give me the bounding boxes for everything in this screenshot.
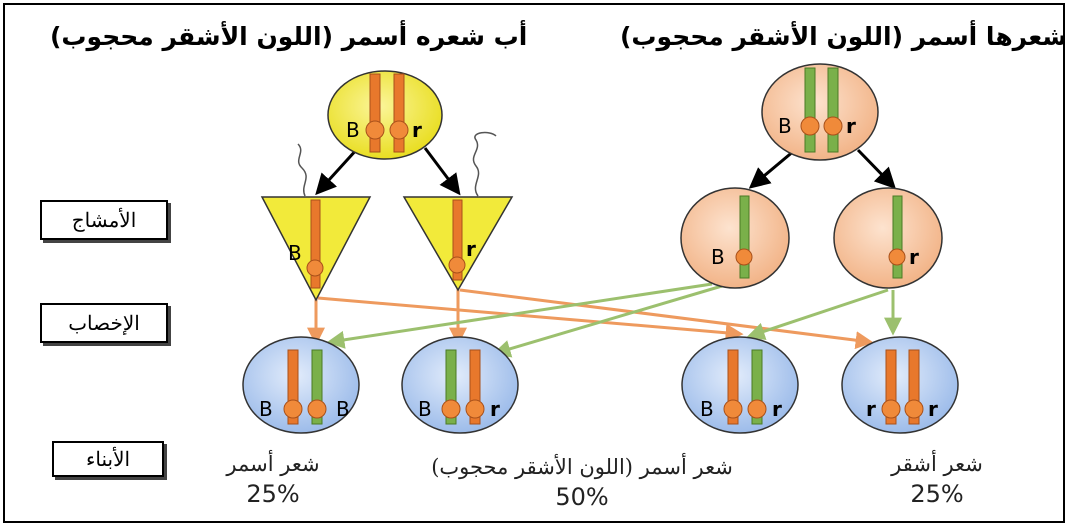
mother-gamete-1: B — [680, 187, 790, 289]
green-arrow-1 — [326, 282, 713, 349]
offspring-3-allele-left: B — [700, 397, 714, 421]
mother-arrow-right — [856, 148, 896, 190]
offspring-cell-2: B r — [401, 336, 519, 434]
offspring-2-allele-left: B — [418, 397, 432, 421]
offspring-cell-1: B B — [242, 336, 360, 434]
mother-allele-left: B — [778, 114, 792, 138]
sperm-tail-left — [297, 143, 307, 197]
father-cell: B r — [327, 70, 443, 160]
green-arrow-3 — [746, 288, 889, 340]
mother-gamete-1-allele: B — [711, 245, 725, 269]
father-title: أب شعره أسمر (اللون الأشقر محجوب) — [50, 22, 528, 51]
offspring-cell-4: r r — [841, 336, 959, 434]
father-allele-right: r — [412, 118, 422, 142]
father-gamete-1: B — [260, 196, 372, 302]
chromosome-orange — [369, 73, 381, 153]
offspring-label: الأبناء — [52, 441, 164, 477]
father-gamete-2-allele: r — [466, 237, 476, 261]
offspring-3-allele-right: r — [772, 397, 782, 421]
mother-gamete-2-allele: r — [909, 245, 919, 269]
offspring-1-caption: شعر أسمر 25% — [208, 452, 338, 508]
father-arrow-left — [315, 146, 360, 196]
offspring-4-allele-right: r — [928, 397, 938, 421]
green-arrow-2 — [492, 284, 723, 358]
father-arrow-right — [423, 147, 461, 196]
orange-arrow-4 — [459, 288, 874, 350]
frame-border — [3, 3, 1065, 523]
offspring-4-caption-text: شعر أشقر — [891, 452, 983, 476]
chromosome-orange — [393, 73, 405, 153]
fertilization-label: الإخصاب — [40, 303, 168, 343]
father-allele-left: B — [346, 118, 360, 142]
offspring-4-caption: شعر أشقر 25% — [872, 452, 1002, 508]
offspring-4-percent: 25% — [910, 480, 964, 508]
offspring-1-allele-left: B — [259, 397, 273, 421]
offspring-1-percent: 25% — [246, 480, 300, 508]
chromosome-green — [827, 67, 839, 153]
mother-gamete-2: r — [833, 187, 943, 289]
offspring-cell-3: B r — [681, 336, 799, 434]
fertilization-arrows — [307, 282, 902, 358]
middle-caption-percent: 50% — [555, 483, 609, 511]
sperm-tail-right — [472, 131, 497, 197]
mother-cell: B r — [761, 63, 879, 161]
chromosome-green — [804, 67, 816, 153]
mother-allele-right: r — [846, 114, 856, 138]
middle-caption: شعر أسمر (اللون الأشقر محجوب) 50% — [382, 455, 782, 511]
orange-arrow-3 — [317, 296, 744, 342]
middle-caption-text: شعر أسمر (اللون الأشقر محجوب) — [431, 455, 733, 479]
mother-arrow-left — [748, 148, 796, 189]
offspring-1-caption-text: شعر أسمر — [226, 452, 320, 476]
offspring-2-allele-right: r — [490, 397, 500, 421]
offspring-4-allele-left: r — [866, 397, 876, 421]
meiosis-arrows — [315, 146, 896, 196]
gametes-label: الأمشاج — [40, 200, 168, 240]
father-gamete-1-allele: B — [288, 241, 302, 265]
father-gamete-2: r — [402, 196, 514, 292]
mother-title: أم شعرها أسمر (اللون الأشقر محجوب) — [620, 22, 1070, 51]
offspring-1-allele-right: B — [336, 397, 350, 421]
